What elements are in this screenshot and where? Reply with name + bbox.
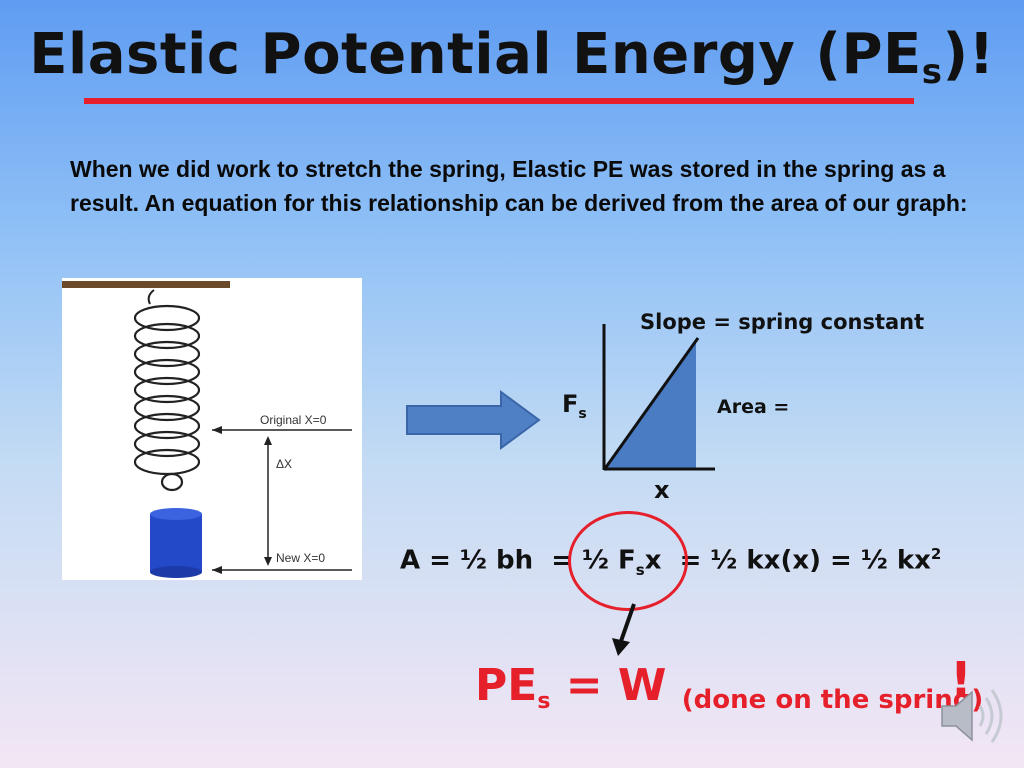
pe-eq: = W — [550, 660, 682, 711]
down-arrow — [612, 603, 636, 656]
title-end: )! — [942, 22, 995, 87]
area-label: Area = — [717, 396, 790, 418]
pe-label: PE — [475, 660, 538, 711]
new-label: New X=0 — [276, 551, 325, 565]
speaker-icon[interactable] — [938, 684, 1006, 748]
force-graph — [602, 324, 715, 471]
area-equation: A = ½ bh = ½ Fsx = ½ kx(x) = ½ kx2 — [400, 545, 941, 579]
eq-sup-2: 2 — [930, 545, 942, 563]
original-label: Original X=0 — [260, 413, 327, 427]
title-underline — [84, 98, 914, 104]
weight — [150, 508, 202, 578]
fs-sub: s — [578, 405, 587, 422]
eq-part2: x = ½ kx(x) = ½ kx — [644, 545, 931, 576]
exclamation: ! — [950, 652, 972, 708]
highlight-circle — [568, 511, 688, 611]
slide-title: Elastic Potential Energy (PEs)! — [0, 22, 1024, 92]
spring-diagram: Original X=0 ΔX New X=0 — [62, 281, 352, 578]
ceiling-bar — [62, 281, 230, 288]
spring-figure: Original X=0 ΔX New X=0 — [62, 278, 362, 580]
delta-label: ΔX — [276, 457, 292, 471]
pe-sub: s — [537, 689, 551, 714]
pe-main: PEs = W — [475, 660, 682, 714]
intro-text: When we did work to stretch the spring, … — [70, 156, 968, 216]
title-subscript: s — [921, 52, 943, 92]
spring-coils — [133, 304, 201, 492]
title-main: Elastic Potential Energy (PE — [29, 22, 922, 87]
fs-main: F — [562, 390, 579, 418]
pe-result: PEs = W (done on the spring) — [475, 660, 984, 715]
slope-line — [602, 337, 700, 471]
slope-label: Slope = spring constant — [640, 310, 925, 334]
x-axis-label: x — [654, 476, 670, 504]
pe-paren: (done on the spring) — [681, 685, 984, 715]
fs-axis-label: Fs — [562, 390, 587, 422]
right-arrow — [406, 390, 541, 450]
